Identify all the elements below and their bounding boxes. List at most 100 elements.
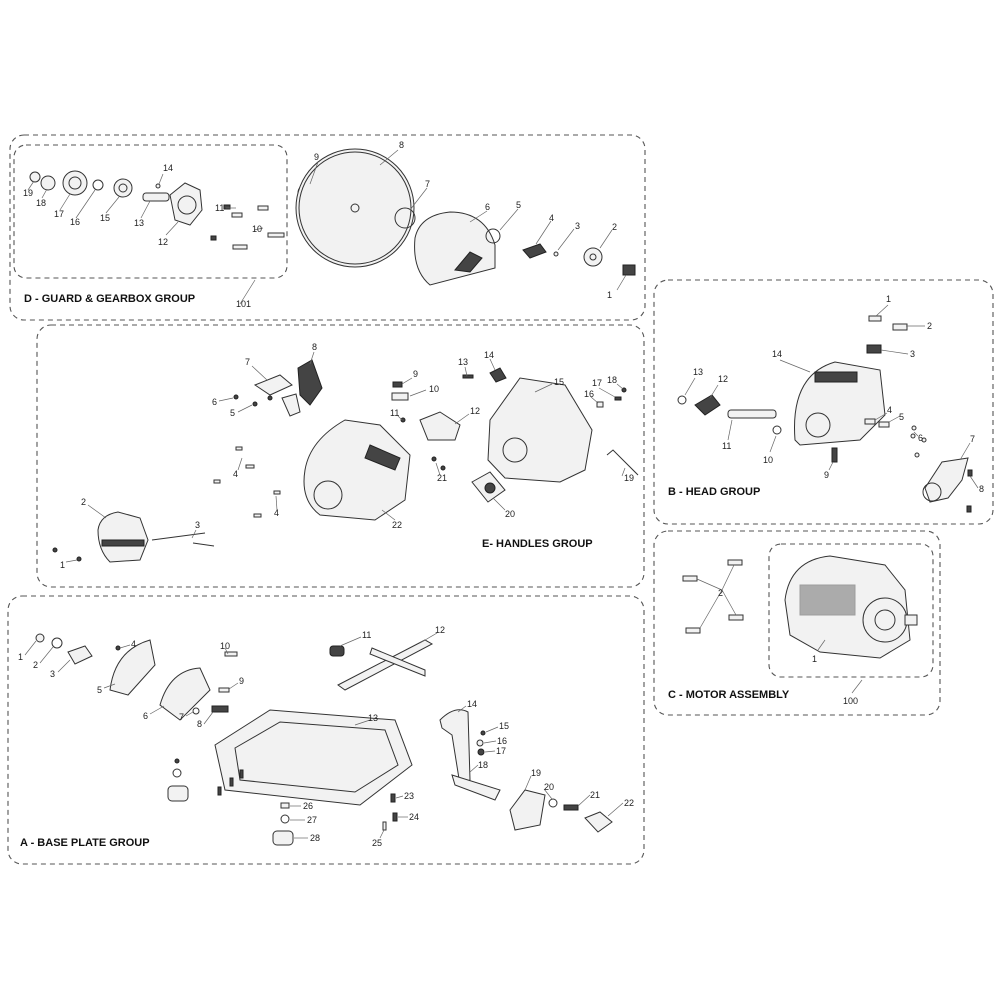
part-d-4-lever bbox=[522, 243, 547, 259]
part-b-10-washer bbox=[772, 425, 782, 435]
group-c-motor-subframe bbox=[768, 543, 934, 678]
part-a-27-washer bbox=[280, 814, 290, 824]
part-a-foot-left bbox=[167, 785, 189, 802]
label-b-8: 8 bbox=[979, 484, 984, 494]
label-e-12: 12 bbox=[470, 406, 480, 416]
label-a-19: 19 bbox=[531, 768, 541, 778]
label-b-2: 2 bbox=[927, 321, 932, 331]
part-a-20-washer bbox=[548, 798, 558, 808]
part-b-11-shaft bbox=[727, 409, 777, 419]
part-a-10-pin bbox=[224, 651, 238, 657]
part-a-1 bbox=[35, 633, 45, 643]
part-e-12-switch-module bbox=[419, 411, 461, 441]
part-a-9-pin bbox=[218, 687, 230, 693]
part-a-4-screw bbox=[115, 645, 121, 651]
label-a-9: 9 bbox=[239, 676, 244, 686]
label-e-21: 21 bbox=[437, 473, 447, 483]
label-b-10: 10 bbox=[763, 455, 773, 465]
label-e-4b: 4 bbox=[274, 508, 279, 518]
label-e-2: 2 bbox=[81, 497, 86, 507]
label-d-5: 5 bbox=[516, 200, 521, 210]
part-e-14-part bbox=[489, 367, 507, 383]
label-d-2: 2 bbox=[612, 222, 617, 232]
part-a-13-base-plate bbox=[214, 709, 413, 806]
label-a-2: 2 bbox=[33, 660, 38, 670]
part-a-14-bevel-guide bbox=[439, 709, 471, 786]
label-e-18: 18 bbox=[607, 375, 617, 385]
part-a-24-screw bbox=[392, 812, 398, 822]
label-e-17: 17 bbox=[592, 378, 602, 388]
label-a-15: 15 bbox=[499, 721, 509, 731]
label-d-8: 8 bbox=[399, 140, 404, 150]
label-a-12: 12 bbox=[435, 625, 445, 635]
label-d-7: 7 bbox=[425, 179, 430, 189]
part-a-17-nut bbox=[477, 748, 485, 756]
label-b-14: 14 bbox=[772, 349, 782, 359]
label-e-15: 15 bbox=[554, 377, 564, 387]
part-e-7-trigger bbox=[253, 374, 293, 396]
label-a-7: 7 bbox=[179, 712, 184, 722]
label-a-27: 27 bbox=[307, 815, 317, 825]
group-b-title: B - HEAD GROUP bbox=[668, 486, 760, 498]
part-a-5-bevel-scale bbox=[109, 639, 156, 696]
label-a-24: 24 bbox=[409, 812, 419, 822]
part-d-2-washer bbox=[583, 247, 603, 267]
label-b-7: 7 bbox=[970, 434, 975, 444]
part-d-6-blade-guard bbox=[414, 211, 496, 286]
part-d-18 bbox=[40, 175, 56, 191]
label-b-6: 6 bbox=[918, 433, 923, 443]
part-e-10-part bbox=[391, 392, 409, 401]
label-b-9: 9 bbox=[824, 470, 829, 480]
group-b-head: 1 2 3 14 13 12 11 10 9 4 5 6 7 8 B - HEA… bbox=[653, 279, 994, 525]
label-e-5: 5 bbox=[230, 408, 235, 418]
group-d-ref: 101 bbox=[236, 299, 251, 309]
label-c-1: 1 bbox=[812, 654, 817, 664]
label-e-20: 20 bbox=[505, 509, 515, 519]
part-a-6-bevel-bracket bbox=[159, 667, 211, 721]
group-e-frame bbox=[36, 324, 645, 588]
part-b-5-pin bbox=[878, 421, 890, 428]
part-b-7-bracket bbox=[924, 457, 969, 503]
part-b-8-screws bbox=[967, 469, 973, 477]
part-e-22-handle-housing-left bbox=[303, 419, 411, 521]
part-a-8-bolt bbox=[211, 705, 229, 713]
group-d-title: D - GUARD & GEARBOX GROUP bbox=[24, 293, 195, 305]
label-a-4: 4 bbox=[131, 639, 136, 649]
label-a-14: 14 bbox=[467, 699, 477, 709]
label-a-26: 26 bbox=[303, 801, 313, 811]
label-a-8: 8 bbox=[197, 719, 202, 729]
label-b-12: 12 bbox=[718, 374, 728, 384]
part-e-3-screw-long bbox=[151, 532, 206, 541]
label-a-16: 16 bbox=[497, 736, 507, 746]
part-e-19-hex-key bbox=[606, 449, 639, 476]
part-a-21-spring bbox=[563, 804, 579, 811]
part-a-16-washer bbox=[476, 739, 484, 747]
part-a-19-lock-block bbox=[509, 789, 546, 831]
part-e-9-spring bbox=[392, 381, 403, 388]
label-e-1: 1 bbox=[60, 560, 65, 570]
label-e-10: 10 bbox=[429, 384, 439, 394]
part-d-14 bbox=[155, 183, 161, 189]
part-b-14-upper-guard bbox=[794, 361, 886, 446]
part-d-12-gearbox-plate bbox=[169, 182, 203, 226]
label-d-11: 11 bbox=[215, 203, 224, 213]
label-d-17: 17 bbox=[54, 209, 64, 219]
group-a-title: A - BASE PLATE GROUP bbox=[20, 837, 150, 849]
label-d-4: 4 bbox=[549, 213, 554, 223]
label-a-1: 1 bbox=[18, 652, 23, 662]
part-d-1-bolt bbox=[622, 264, 636, 276]
label-b-11: 11 bbox=[722, 441, 731, 451]
part-e-8-switch bbox=[297, 359, 323, 406]
group-c-frame bbox=[653, 530, 941, 716]
part-d-16-clip bbox=[92, 179, 104, 191]
part-e-16-part bbox=[596, 401, 604, 408]
label-a-23: 23 bbox=[404, 791, 414, 801]
group-d-guard-gearbox: 19 18 17 16 15 14 13 12 11 10 9 8 7 6 5 … bbox=[9, 134, 646, 321]
label-a-6: 6 bbox=[143, 711, 148, 721]
label-d-16: 16 bbox=[70, 217, 80, 227]
group-b-frame bbox=[653, 279, 994, 525]
part-e-13-screw bbox=[462, 374, 474, 379]
label-a-3: 3 bbox=[50, 669, 55, 679]
label-e-6: 6 bbox=[212, 397, 217, 407]
